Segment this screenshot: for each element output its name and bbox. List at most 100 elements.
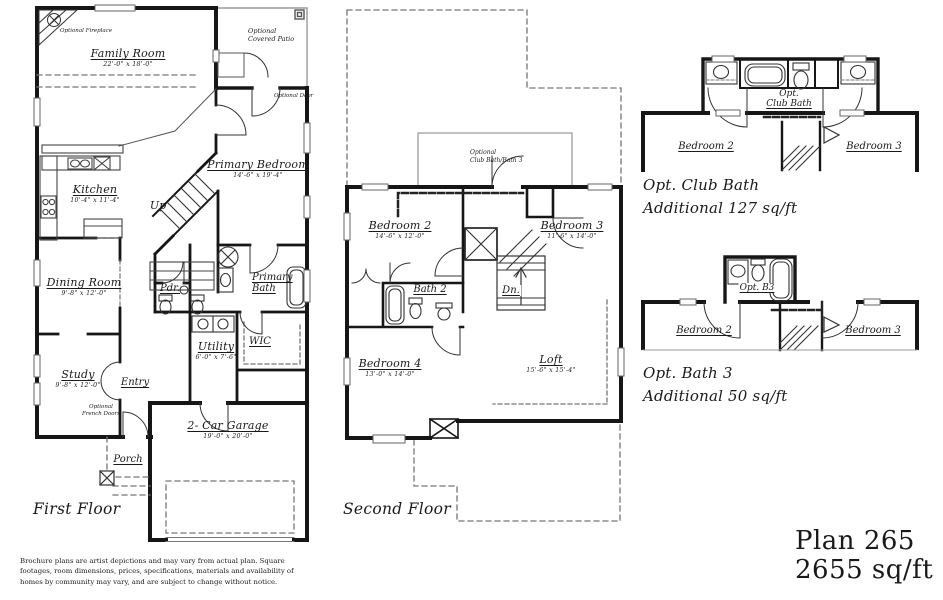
loft-dim: 15'-6" x 15'-4" (526, 367, 576, 375)
bath3-stairs (779, 316, 841, 351)
loft-name: Loft (539, 353, 563, 366)
second-floor-interior-walls (345, 185, 555, 329)
garage-dim: 19'-0" x 20'-0" (203, 433, 253, 441)
kitchen-dim: 10'-4" x 11'-4" (70, 197, 120, 205)
kitchen-counters (39, 144, 124, 241)
bedroom4-name: Bedroom 4 (358, 357, 422, 370)
powder-room-label: Pdr. (160, 283, 180, 294)
family-room-name: Family Room (90, 47, 166, 60)
primary-bedroom-dim: 14'-6" x 19'-4" (233, 172, 283, 180)
opt-club-bath-room-label: Opt.Club Bath (766, 89, 812, 109)
opt-club-bath-subtitle: Additional 127 sq/ft (643, 199, 798, 217)
club-bath-walls (641, 57, 919, 172)
covered-patio-outline (215, 7, 308, 89)
stairs-up-label: Up (149, 199, 167, 212)
opt-bath3-title: Opt. Bath 3 (643, 364, 733, 382)
optional-wall-dashed (396, 191, 525, 218)
opt2-bedroom2-label: Bedroom 2 (676, 325, 732, 336)
opt1-bedroom3-label: Bedroom 3 (846, 141, 902, 152)
primary-bath-line1: Primary (252, 272, 293, 283)
primary-bedroom-name: Primary Bedroom (207, 158, 309, 171)
powder-room-fixtures (158, 285, 189, 315)
dining-room-name: Dining Room (46, 276, 122, 289)
first-floor-caption: First Floor (33, 500, 121, 518)
garage-door-sill (165, 536, 295, 543)
opt1-bedroom2-label: Bedroom 2 (678, 141, 734, 152)
plan-title-block: Plan 265 2655 sq/ft (795, 527, 933, 584)
plan-number: Plan 265 (795, 526, 915, 556)
bath3-fixtures (727, 258, 793, 302)
opt-bath3-subtitle: Additional 50 sq/ft (643, 387, 788, 405)
family-room-dashed-lines (36, 74, 197, 88)
wic-shelving-dashed (243, 321, 301, 365)
study-dim: 9'-8" x 12'-0" (55, 382, 101, 390)
opt-club-bath-line2: Club Bath (766, 99, 812, 110)
opt-club-bath-line1: Opt. (779, 89, 799, 99)
optional-door-note: Optional Door (274, 93, 314, 99)
opt-club-bath-title: Opt. Club Bath (643, 176, 760, 194)
first-floor-plan (33, 4, 311, 543)
second-floor-windows (343, 183, 625, 444)
bedroom3-name: Bedroom 3 (540, 219, 604, 232)
optional-covered-patio-note: Optional Covered Patio (248, 27, 295, 44)
stairs-down-label: Dn. (501, 285, 521, 297)
utility-name: Utility (197, 340, 235, 353)
second-floor-outer-walls (345, 185, 623, 440)
porch-post (99, 470, 115, 486)
disclaimer-text: Brochure plans are artist depictions and… (20, 557, 294, 586)
dining-room-dim: 9'-8" x 12'-0" (61, 290, 107, 298)
entry-label: Entry (120, 377, 150, 388)
second-floor-caption: Second Floor (343, 500, 452, 518)
bath2-fixtures (385, 285, 453, 325)
opt2-bedroom3-label: Bedroom 3 (845, 325, 901, 336)
optional-french-doors-note: Optional French Doors (81, 404, 121, 417)
optional-fireplace-note: Optional Fireplace (60, 28, 112, 34)
wic-label: WIC (249, 336, 271, 347)
club-bath-windows (711, 55, 867, 117)
option-club-bath-plan (641, 55, 919, 172)
garage-name: 2- Car Garage (187, 419, 269, 432)
bedroom2-dim: 14'-6" x 12'-0" (375, 233, 425, 241)
bath2-label: Bath 2 (413, 284, 447, 295)
hall-dashed-lines (95, 237, 121, 309)
first-floor-door-arcs (100, 52, 281, 438)
bath3-walls (641, 255, 919, 352)
second-floor-plan (343, 9, 625, 522)
utility-dim: 6'-0" x 7'-6" (195, 354, 237, 362)
bedroom3-dim: 11'-6" x 14'-0" (547, 233, 597, 241)
chase-box (428, 417, 460, 440)
bedroom4-dim: 13'-0" x 14'-0" (365, 371, 415, 379)
opt-bath3-room-label: Opt. B3 (738, 283, 776, 294)
stairs-down (464, 227, 547, 311)
optional-club-bath-note: Optional Club Bath/Bath 3 (470, 149, 523, 164)
optional-club-bath-region (417, 132, 573, 187)
porch-outline (106, 436, 151, 496)
loft-dashed-boundary (492, 299, 608, 405)
bedroom2-name: Bedroom 2 (368, 219, 432, 232)
bath3-door-arcs (703, 301, 859, 339)
primary-bath-line2: Bath (252, 283, 276, 295)
garage-dashed-pad (165, 480, 295, 534)
option-bath3-plan (641, 255, 919, 352)
porch-label: Porch (113, 454, 143, 465)
club-bath-stairs (781, 126, 841, 171)
first-floor-windows (33, 4, 311, 406)
club-bath-fixtures (705, 61, 876, 90)
fireplace-icon (38, 9, 79, 47)
washer-dryer-icon (191, 315, 235, 333)
plan-area: 2655 sq/ft (795, 554, 934, 585)
